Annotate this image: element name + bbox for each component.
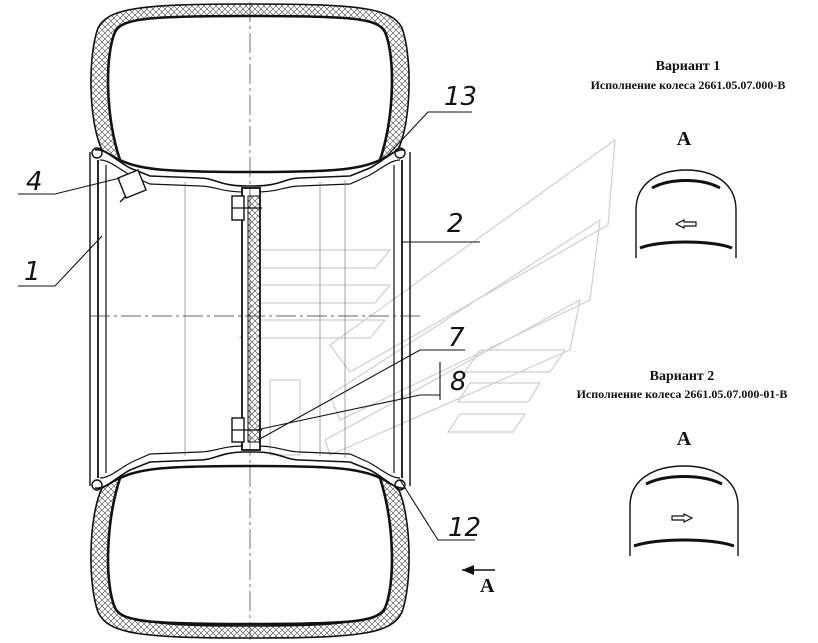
variant-1-title: Вариант 1 (656, 59, 721, 74)
watermark-logo (238, 138, 616, 456)
callout-1: 1 (24, 257, 41, 287)
valve (117, 169, 147, 203)
variant-1-view-shape (635, 169, 737, 258)
variant-2-title: Вариант 2 (650, 369, 715, 384)
variant-1: Вариант 1 Исполнение колеса 2661.05.07.0… (591, 59, 786, 258)
variant-1-view-label: А (677, 128, 692, 150)
wheel-disc (231, 187, 262, 451)
callout-4: 4 (26, 167, 43, 197)
centre-lines (90, 2, 420, 640)
callout-labels: 4 1 13 2 7 8 12 (24, 82, 481, 543)
view-direction-arrow: А (462, 565, 495, 597)
callout-8: 8 (450, 367, 467, 397)
callout-13: 13 (444, 82, 477, 112)
variant-2-view-shape (629, 465, 739, 556)
callout-12: 12 (448, 513, 481, 543)
variant-2: Вариант 2 Исполнение колеса 2661.05.07.0… (577, 369, 788, 556)
tire-top-section (90, 3, 410, 174)
leader-lines (18, 111, 480, 541)
view-arrow-label: А (480, 575, 495, 597)
arrow-right-icon (671, 513, 694, 523)
variant-2-subtitle: Исполнение колеса 2661.05.07.000-01-В (577, 387, 788, 401)
variant-2-view-label: А (677, 428, 692, 450)
wheel-rim (89, 147, 411, 491)
callout-7: 7 (448, 323, 465, 353)
arrow-left-icon (674, 219, 697, 229)
variant-1-subtitle: Исполнение колеса 2661.05.07.000-В (591, 78, 786, 92)
callout-2: 2 (447, 209, 464, 239)
